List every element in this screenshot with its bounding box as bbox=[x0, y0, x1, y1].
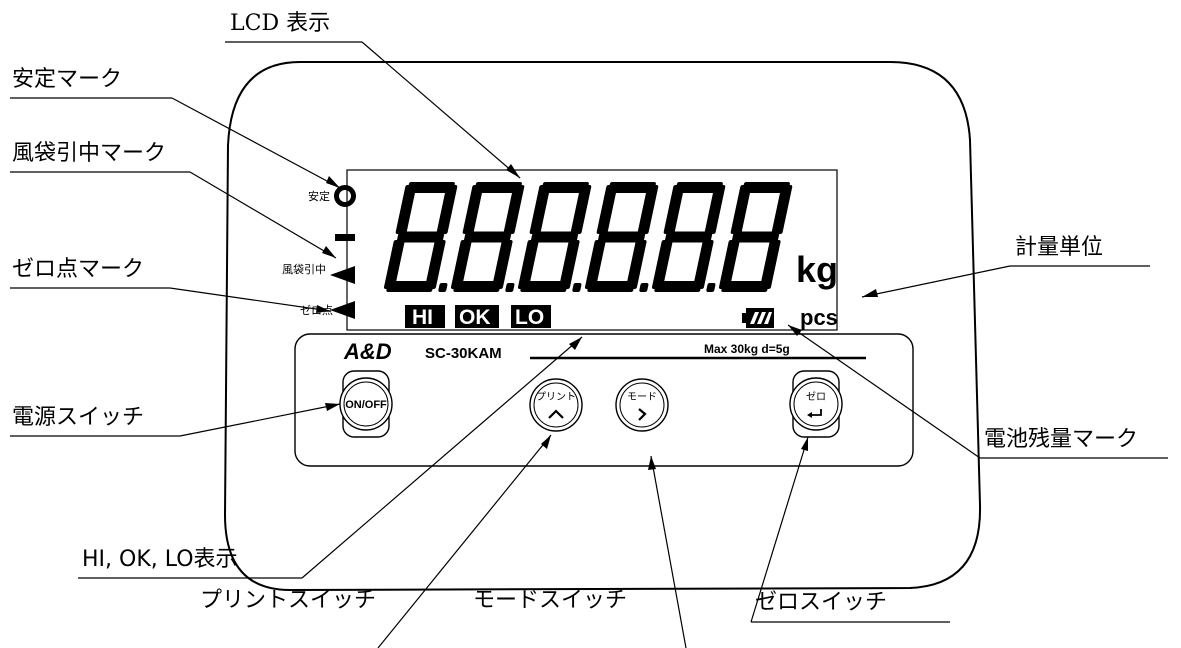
digit-1-seg-c bbox=[491, 240, 513, 289]
model-label: SC-30KAM bbox=[425, 345, 502, 362]
digit-3-seg-f bbox=[596, 185, 618, 234]
callout-tare: 風袋引中マーク bbox=[12, 141, 166, 166]
enter-icon bbox=[810, 409, 822, 416]
digit-4-seg-c bbox=[692, 240, 714, 289]
callout-zero-point: ゼロ点マーク bbox=[12, 257, 144, 282]
digit-0-seg-f bbox=[395, 185, 417, 234]
callout-hi-ok-lo: HI, OK, LO表示 bbox=[82, 547, 238, 572]
unit-pcs-label: pcs bbox=[800, 305, 838, 330]
zero-point-mark-icon bbox=[330, 301, 355, 319]
minus-sign-icon bbox=[335, 234, 355, 241]
callout-unit: 計量単位 bbox=[1015, 235, 1103, 260]
lo-label: LO bbox=[515, 306, 544, 329]
digit-0-seg-e bbox=[383, 240, 405, 289]
print-button-label: プリント bbox=[536, 391, 576, 403]
up-chevron-icon bbox=[548, 409, 564, 419]
digit-2-seg-g bbox=[530, 231, 579, 243]
leader-arrowheads bbox=[316, 164, 878, 470]
digit-2-seg-e bbox=[517, 240, 539, 289]
digit-4-seg-d bbox=[654, 281, 702, 292]
digit-2-seg-c bbox=[558, 240, 580, 289]
tare-mark-icon bbox=[330, 266, 355, 284]
stable-side-label: 安定 bbox=[308, 189, 330, 203]
digit-4-seg-f bbox=[663, 185, 685, 234]
digit-3-seg-d bbox=[587, 281, 635, 292]
leader-lines bbox=[10, 41, 1168, 648]
digit-0-seg-d bbox=[386, 281, 434, 292]
key-panel bbox=[294, 333, 914, 467]
stable-mark-icon bbox=[334, 185, 356, 207]
digit-1-seg-d bbox=[453, 281, 501, 292]
digit-3-decimal-point bbox=[639, 283, 649, 292]
digit-2-seg-a bbox=[541, 182, 589, 193]
zero-button[interactable]: ゼロ bbox=[789, 370, 843, 438]
digit-5-seg-d bbox=[721, 281, 769, 292]
ok-label: OK bbox=[459, 306, 491, 329]
digit-1-seg-g bbox=[463, 231, 512, 243]
digit-1-seg-b bbox=[503, 185, 525, 234]
print-button[interactable]: プリント bbox=[529, 378, 583, 432]
onoff-label: ON/OFF bbox=[345, 399, 387, 411]
digit-0-seg-c bbox=[424, 240, 446, 289]
lcd-digits bbox=[383, 182, 793, 292]
digit-2-seg-d bbox=[520, 281, 568, 292]
callout-battery: 電池残量マーク bbox=[984, 427, 1138, 452]
digit-4-decimal-point bbox=[706, 283, 716, 292]
callout-mode-switch: モードスイッチ bbox=[473, 588, 627, 613]
brand-logo: A&D bbox=[343, 339, 392, 364]
mode-button-label: モード bbox=[627, 392, 657, 403]
digit-5-seg-g bbox=[731, 231, 780, 243]
digit-4-seg-e bbox=[651, 240, 673, 289]
callout-stable: 安定マーク bbox=[12, 67, 122, 92]
capacity-label: Max 30kg d=5g bbox=[704, 342, 790, 356]
zero-button-label: ゼロ bbox=[806, 391, 826, 403]
mode-button[interactable]: モード bbox=[615, 378, 669, 432]
digit-5-seg-f bbox=[730, 185, 752, 234]
digit-1-seg-a bbox=[474, 182, 522, 193]
callout-zero-switch: ゼロスイッチ bbox=[755, 590, 887, 615]
enter-arrowhead-icon bbox=[807, 412, 812, 418]
callout-print-switch: プリントスイッチ bbox=[200, 588, 376, 613]
ok-box bbox=[455, 305, 499, 328]
digit-4-seg-g bbox=[664, 231, 713, 243]
onoff-button[interactable]: ON/OFF bbox=[339, 370, 393, 438]
digit-4-seg-a bbox=[675, 182, 723, 193]
digit-5-seg-b bbox=[771, 185, 793, 234]
digit-3-seg-a bbox=[608, 182, 656, 193]
digit-0-seg-a bbox=[407, 182, 455, 193]
right-chevron-icon bbox=[638, 408, 647, 421]
callout-lcd: LCD 表示 bbox=[230, 11, 330, 36]
digit-1-decimal-point bbox=[505, 283, 515, 292]
digit-5-seg-e bbox=[718, 240, 740, 289]
hi-label: HI bbox=[412, 306, 433, 329]
tare-side-label: 風袋引中 bbox=[282, 262, 326, 276]
digit-2-seg-f bbox=[529, 185, 551, 234]
digit-3-seg-e bbox=[584, 240, 606, 289]
hi-box bbox=[405, 305, 445, 328]
digit-3-seg-c bbox=[625, 240, 647, 289]
unit-kg-label: kg bbox=[796, 249, 838, 290]
digit-2-decimal-point bbox=[572, 283, 582, 292]
digit-5-seg-c bbox=[759, 240, 781, 289]
digit-3-seg-g bbox=[597, 231, 646, 243]
callout-power-switch: 電源スイッチ bbox=[12, 405, 144, 430]
digit-2-seg-b bbox=[570, 185, 592, 234]
lo-box bbox=[511, 305, 551, 328]
digit-1-seg-f bbox=[462, 185, 484, 234]
digit-0-decimal-point bbox=[438, 283, 448, 292]
digit-0-seg-b bbox=[436, 185, 458, 234]
lcd-window bbox=[346, 169, 838, 331]
digit-5-seg-a bbox=[742, 182, 790, 193]
digit-3-seg-b bbox=[637, 185, 659, 234]
digit-0-seg-g bbox=[396, 231, 445, 243]
digit-1-seg-e bbox=[450, 240, 472, 289]
digit-4-seg-b bbox=[704, 185, 726, 234]
battery-icon bbox=[742, 308, 774, 328]
